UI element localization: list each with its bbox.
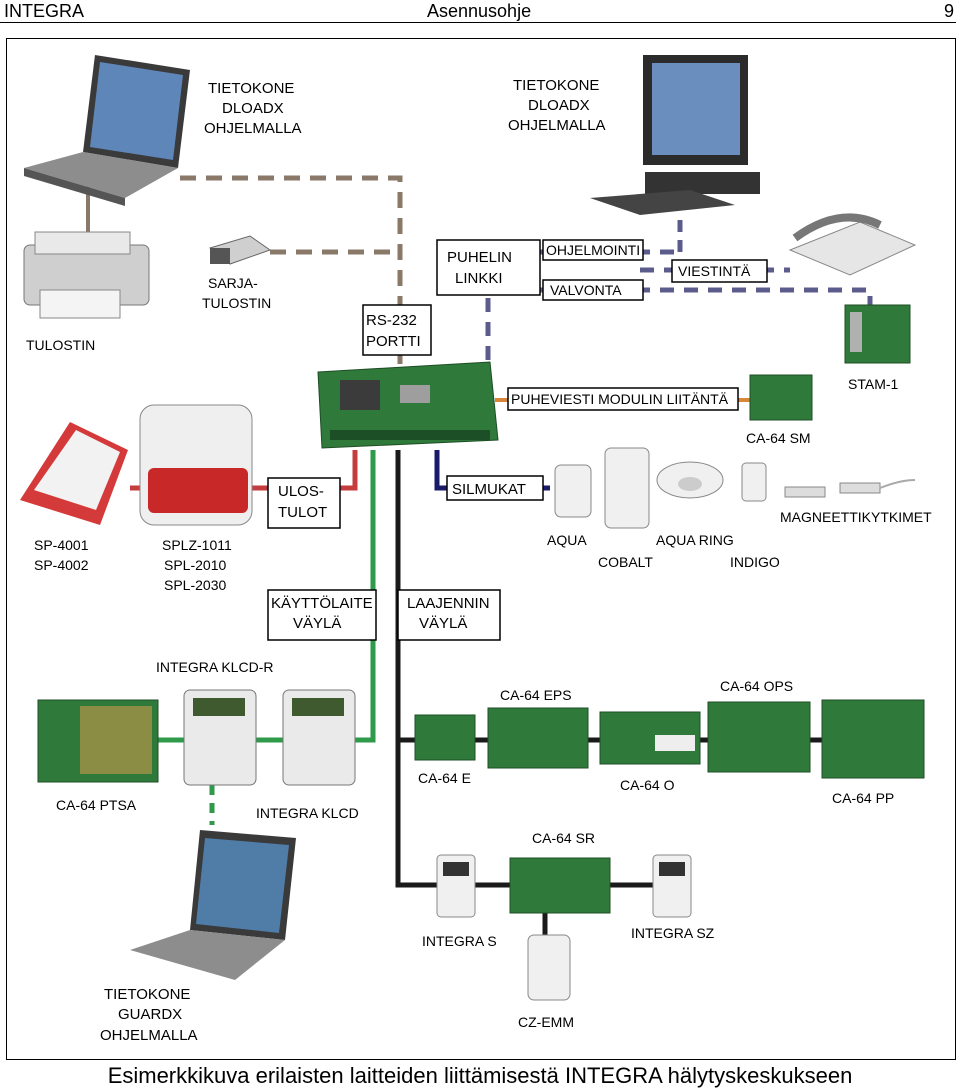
ca64eps-label: CA-64 EPS	[500, 687, 572, 703]
pc-guardx-line2: GUARDX	[118, 1006, 182, 1023]
expander-bus-line2: VÄYLÄ	[419, 615, 467, 632]
czemm-label: CZ-EMM	[518, 1014, 574, 1030]
detector-aqua-ring-icon	[656, 461, 724, 499]
serial-printer-icon	[208, 235, 272, 265]
expander-bus-line1: LAAJENNIN	[407, 595, 490, 612]
pc-left-line3: OHJELMALLA	[204, 120, 302, 137]
ca64sm-board-icon	[749, 374, 813, 421]
outputs-line2: TULOT	[278, 504, 327, 521]
aqua-ring-label: AQUA RING	[656, 532, 734, 548]
ca64pp-label: CA-64 PP	[832, 790, 894, 806]
serial-printer-line2: TULOSTIN	[202, 295, 271, 311]
pc-guardx-line3: OHJELMALLA	[100, 1027, 198, 1044]
stam1-label: STAM-1	[848, 376, 899, 392]
aqua-label: AQUA	[547, 532, 587, 548]
keypad-bus-line2: VÄYLÄ	[293, 615, 341, 632]
phone-link-box	[436, 239, 541, 296]
ca64o-board-icon	[599, 711, 701, 765]
ca64sr-label: CA-64 SR	[532, 830, 595, 846]
pc-right-line3: OHJELMALLA	[508, 117, 606, 134]
header-center: Asennusohje	[427, 1, 532, 21]
spl2010-label: SPL-2010	[164, 557, 226, 573]
monitoring-label: VALVONTA	[550, 282, 622, 298]
rs232-line2: PORTTI	[366, 333, 421, 350]
ca64ptsa-board-icon	[37, 699, 159, 783]
sp4001-label: SP-4001	[34, 537, 89, 553]
detector-indigo-icon	[741, 462, 767, 502]
ca64o-label: CA-64 O	[620, 777, 675, 793]
expander-bus-box	[397, 589, 501, 641]
magnetic-label: MAGNEETTIKYTKIMET	[780, 509, 932, 525]
phone-link-line1: PUHELIN	[447, 249, 512, 266]
spl2030-label: SPL-2030	[164, 577, 226, 593]
printer-label: TULOSTIN	[26, 337, 95, 353]
indigo-label: INDIGO	[730, 554, 780, 570]
page-number: 9	[944, 1, 955, 21]
pc-left-line2: DLOADX	[222, 100, 284, 117]
ca64e-board-icon	[414, 714, 476, 761]
ca64eps-board-icon	[487, 707, 589, 769]
printer-icon	[23, 231, 150, 319]
ca64sr-board-icon	[509, 857, 611, 914]
ca64sm-label: CA-64 SM	[746, 430, 811, 446]
integra-sz-keypad-icon	[652, 854, 692, 918]
header-left: INTEGRA	[4, 1, 85, 21]
pc-dloadx-icon	[590, 55, 760, 215]
rs232-box	[362, 304, 432, 356]
ca64ops-board-icon	[707, 701, 811, 773]
keypad-bus-box	[267, 589, 377, 641]
ca64e-label: CA-64 E	[418, 770, 471, 786]
outputs-line1: ULOS-	[278, 483, 324, 500]
stam1-board-icon	[844, 304, 911, 364]
detector-aqua-icon	[554, 464, 592, 518]
magnetic-contact-icon	[784, 479, 916, 498]
figure-caption: Esimerkkikuva erilaisten laitteiden liit…	[107, 1063, 853, 1088]
pc-left-line1: TIETOKONE	[208, 80, 294, 97]
pc-right-line2: DLOADX	[528, 97, 590, 114]
ptsa-label: CA-64 PTSA	[56, 797, 137, 813]
monitoring-box	[542, 279, 644, 301]
siren-sp4001-icon	[20, 422, 128, 525]
czemm-reader-icon	[527, 934, 571, 1001]
laptop-guardx-icon	[130, 830, 296, 980]
keypad-bus-line1: KÄYTTÖLAITE	[271, 594, 373, 612]
header-rule	[0, 22, 956, 23]
phone-link-line2: LINKKI	[455, 270, 503, 287]
pc-guardx-line1: TIETOKONE	[104, 986, 190, 1003]
link-laptop-dloadx	[180, 175, 403, 365]
page-header: INTEGRA Asennusohje 9	[0, 0, 960, 23]
programming-box	[542, 239, 644, 261]
klcd-label: INTEGRA KLCD	[256, 805, 359, 821]
voice-module-box	[507, 387, 739, 411]
klcd-r-label: INTEGRA KLCD-R	[156, 659, 273, 675]
sp4002-label: SP-4002	[34, 557, 89, 573]
laptop-dloadx-icon	[24, 55, 190, 206]
detector-cobalt-icon	[604, 447, 650, 529]
siren-splz-icon	[139, 404, 253, 526]
control-panel-board-icon	[317, 361, 499, 449]
telephone-icon	[788, 213, 917, 276]
splz1011-label: SPLZ-1011	[162, 537, 232, 553]
messaging-box	[671, 259, 768, 283]
ca64ops-label: CA-64 OPS	[720, 678, 793, 694]
keypad-klcd-icon	[282, 689, 356, 786]
cobalt-label: COBALT	[598, 554, 653, 570]
rs232-line1: RS-232	[366, 312, 417, 329]
keypad-klcd-r-icon	[183, 689, 257, 786]
diagram-frame	[6, 38, 956, 1060]
loops-label: SILMUKAT	[452, 481, 526, 498]
messaging-label: VIESTINTÄ	[678, 263, 751, 279]
integra-s-keypad-icon	[436, 854, 476, 918]
programming-label: OHJELMOINTI	[546, 242, 640, 258]
outputs-box	[267, 477, 341, 529]
loops-box	[446, 475, 544, 501]
integra-sz-label: INTEGRA SZ	[631, 925, 715, 941]
ca64pp-board-icon	[821, 699, 925, 779]
serial-printer-line1: SARJA-	[208, 275, 258, 291]
integra-s-label: INTEGRA S	[422, 933, 497, 949]
voice-module-label: PUHEVIESTI MODULIN LIITÄNTÄ	[511, 391, 729, 407]
pc-right-line1: TIETOKONE	[513, 77, 599, 94]
